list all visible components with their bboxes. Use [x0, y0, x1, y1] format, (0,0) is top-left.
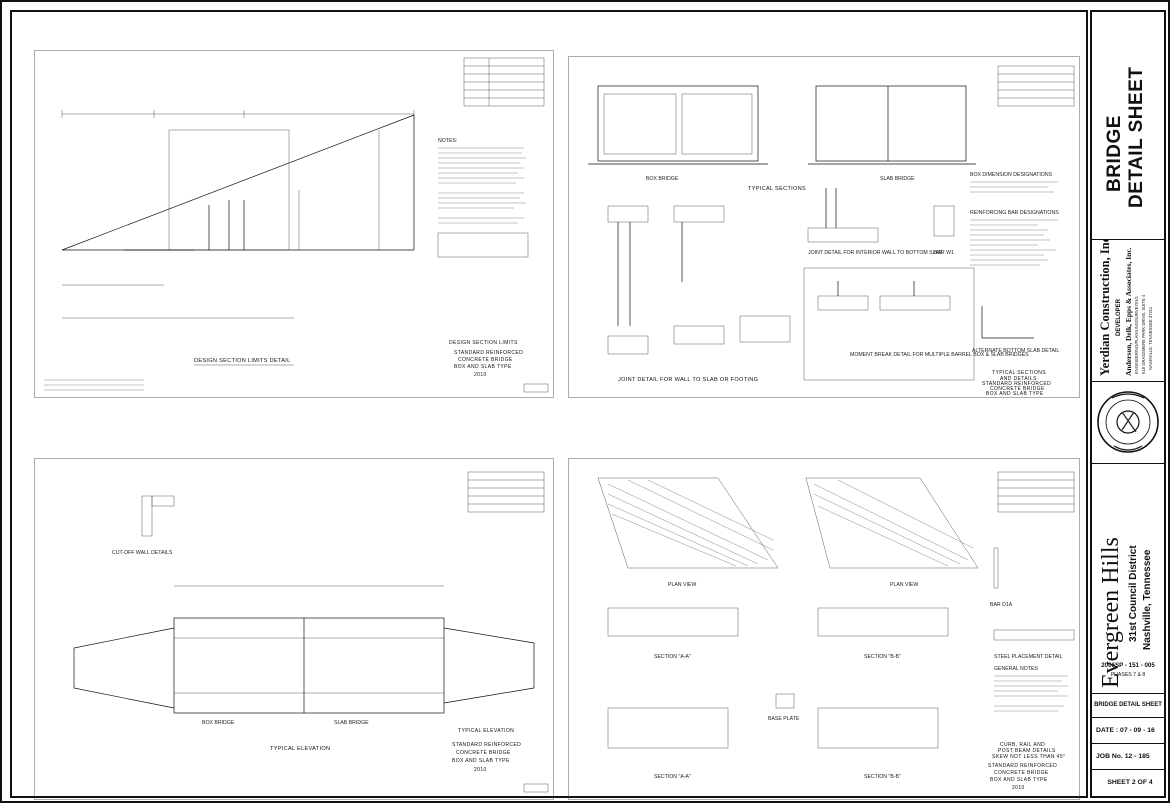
engineer-name: Anderson, Delk, Epps & Associates, Inc. [1124, 247, 1133, 376]
job-number: 12 - 185 [1124, 753, 1150, 760]
panel-curb-rail-details: PLAN VIEW PLAN VIEW SECTION "A-A" SECTIO… [568, 458, 1080, 800]
slab-bridge-label: SLAB BRIDGE [334, 720, 369, 726]
title-stamp: DESIGN SECTION LIMITS STANDARD REINFORCE… [449, 340, 523, 378]
stamp-line: 2010 [474, 372, 487, 378]
sheet-name: BRIDGE DETAIL SHEET [1094, 702, 1162, 708]
cutoff-wall-caption: CUT-OFF WALL DETAILS [112, 550, 173, 556]
joint-wall-caption: JOINT DETAIL FOR WALL TO SLAB OR FOOTING [618, 377, 758, 383]
plan-view-left-caption: PLAN VIEW [668, 582, 696, 588]
stamp-line: 2010 [474, 767, 487, 773]
engineer-address-1: 618 GRASSMERE PARK DRIVE, SUITE 4 [1141, 294, 1146, 374]
typical-elevation-caption: TYPICAL ELEVATION [270, 746, 330, 752]
curb-rail-drawing: PLAN VIEW PLAN VIEW SECTION "A-A" SECTIO… [568, 458, 1080, 800]
box-dim-heading: BOX DIMENSION DESIGNATIONS [970, 172, 1053, 178]
date-value: 07 - 09 - 16 [1120, 727, 1155, 734]
stamp-line: DESIGN SECTION LIMITS [449, 340, 518, 346]
section-bb-caption-lower: SECTION "B-B" [864, 774, 901, 780]
steel-placement-caption: STEEL PLACEMENT DETAIL [994, 654, 1063, 660]
sheet-number-cell: SHEET 2 OF 4 [1092, 770, 1164, 796]
design-section-limits-drawing: NOTES: [34, 50, 554, 398]
contractor-cell: Yerdian Construction, Inc. DEVELOPER And… [1092, 240, 1164, 382]
sheet-number-field: SHEET 2 OF 4 [1096, 779, 1164, 786]
title-block: BRIDGE DETAIL SHEET Yerdian Construction… [1090, 10, 1166, 798]
stamp-line: CURB, RAIL AND [1000, 742, 1045, 748]
job-cell: JOB No. 12 - 185 [1092, 744, 1164, 770]
council-district: 31st Council District [1128, 545, 1139, 642]
sheet-name-cell: BRIDGE DETAIL SHEET [1092, 694, 1164, 718]
stamp-line: CONCRETE BRIDGE [458, 357, 513, 363]
date-cell: DATE : 07 - 09 - 16 [1092, 718, 1164, 744]
sheet-count: 2 OF 4 [1131, 779, 1153, 786]
sheet-title-line1: BRIDGE [1104, 115, 1125, 192]
typical-sections-drawing: BOX BRIDGE SLAB BRIDGE TYPICAL SECTIONS … [568, 56, 1080, 398]
stamp-line: BOX AND SLAB TYPE [452, 758, 510, 764]
notes-heading: NOTES: [438, 138, 457, 144]
engineer-address-2: NASHVILLE, TENNESSEE 37211 [1148, 306, 1153, 370]
bar-designations-heading: REINFORCING BAR DESIGNATIONS [970, 210, 1059, 216]
bar-w1-label: BAR W1 [934, 250, 954, 256]
stamp-line: 2010 [1012, 785, 1025, 791]
stamp-line: STANDARD REINFORCED [454, 350, 523, 356]
stamp-line: AND DETAILS [1000, 376, 1037, 382]
design-limits-caption: DESIGN SECTION LIMITS DETAIL [194, 358, 291, 364]
plan-view-right-caption: PLAN VIEW [890, 582, 918, 588]
panel-design-section-limits: NOTES: [34, 50, 554, 398]
drawing-area: NOTES: [10, 10, 1088, 800]
stamp-line: BOX AND SLAB TYPE [454, 364, 512, 370]
moment-break-caption: MOMENT BREAK DETAIL FOR MULTIPLE BARREL … [850, 352, 1029, 358]
stamp-line: BOX AND SLAB TYPE [990, 777, 1048, 783]
project-number: 2006SP - 151 - 005 [1101, 662, 1155, 669]
engineer-seal-icon [1097, 391, 1159, 453]
title-stamp: TYPICAL SECTIONS AND DETAILS STANDARD RE… [982, 370, 1051, 397]
stamp-line: CONCRETE BRIDGE [994, 770, 1049, 776]
section-bb-caption: SECTION "B-B" [864, 654, 901, 660]
job-label: JOB No. [1096, 753, 1123, 760]
job-field: JOB No. 12 - 185 [1096, 753, 1164, 760]
seal-cell [1092, 382, 1164, 464]
section-aa-caption: SECTION "A-A" [654, 654, 691, 660]
project-location: Nashville, Tennessee [1142, 549, 1153, 650]
stamp-line: CONCRETE BRIDGE [990, 386, 1045, 392]
general-notes-heading: GENERAL NOTES [994, 666, 1038, 672]
developer-label: DEVELOPER [1116, 298, 1122, 336]
typical-elevation-drawing: CUT-OFF WALL DETAILS BOX BRIDGE SLAB BRI… [34, 458, 554, 800]
stamp-line: CONCRETE BRIDGE [456, 750, 511, 756]
engineer-subtitle: ENGINEERING/PLANNING/SURVEYING [1134, 296, 1139, 374]
date-label: DATE : [1096, 727, 1119, 734]
joint-interior-caption: JOINT DETAIL FOR INTERIOR WALL TO BOTTOM… [808, 250, 943, 256]
bar-d1a-label: BAR D1A [990, 602, 1013, 608]
stamp-line: BOX AND SLAB TYPE [986, 391, 1044, 397]
date-field: DATE : 07 - 09 - 16 [1096, 727, 1164, 734]
stamp-line: STANDARD REINFORCED [982, 381, 1051, 387]
project-phases: PHASES 7 & 8 [1110, 672, 1146, 678]
box-bridge-label: BOX BRIDGE [646, 176, 679, 182]
alt-bottom-caption: ALTERNATE BOTTOM SLAB DETAIL [972, 348, 1059, 354]
sheet-label: SHEET [1107, 779, 1130, 786]
stamp-line: SKEW NOT LESS THAN 45° [992, 754, 1065, 760]
section-aa-caption-lower: SECTION "A-A" [654, 774, 691, 780]
notes-text-block [438, 147, 526, 224]
box-bridge-label: BOX BRIDGE [202, 720, 235, 726]
panel-typical-sections: BOX BRIDGE SLAB BRIDGE TYPICAL SECTIONS … [568, 56, 1080, 398]
title-stamp: TYPICAL ELEVATION STANDARD REINFORCED CO… [452, 728, 521, 773]
title-stamp: CURB, RAIL AND POST BEAM DETAILS SKEW NO… [988, 742, 1065, 791]
typical-sections-caption: TYPICAL SECTIONS [748, 186, 806, 192]
project-cell: Evergreen Hills 31st Council District Na… [1092, 464, 1164, 694]
stamp-line: TYPICAL ELEVATION [458, 728, 514, 734]
slab-bridge-label: SLAB BRIDGE [880, 176, 915, 182]
base-plate-caption: BASE PLATE [768, 716, 800, 722]
stamp-line: POST BEAM DETAILS [998, 748, 1056, 754]
contractor-name: Yerdian Construction, Inc. [1098, 240, 1112, 376]
stamp-line: STANDARD REINFORCED [452, 742, 521, 748]
sheet-title-line2: DETAIL SHEET [1126, 66, 1147, 208]
panel-typical-elevation: CUT-OFF WALL DETAILS BOX BRIDGE SLAB BRI… [34, 458, 554, 800]
sheet-title-cell: BRIDGE DETAIL SHEET [1092, 12, 1164, 240]
stamp-line: TYPICAL SECTIONS [992, 370, 1046, 376]
stamp-line: STANDARD REINFORCED [988, 763, 1057, 769]
